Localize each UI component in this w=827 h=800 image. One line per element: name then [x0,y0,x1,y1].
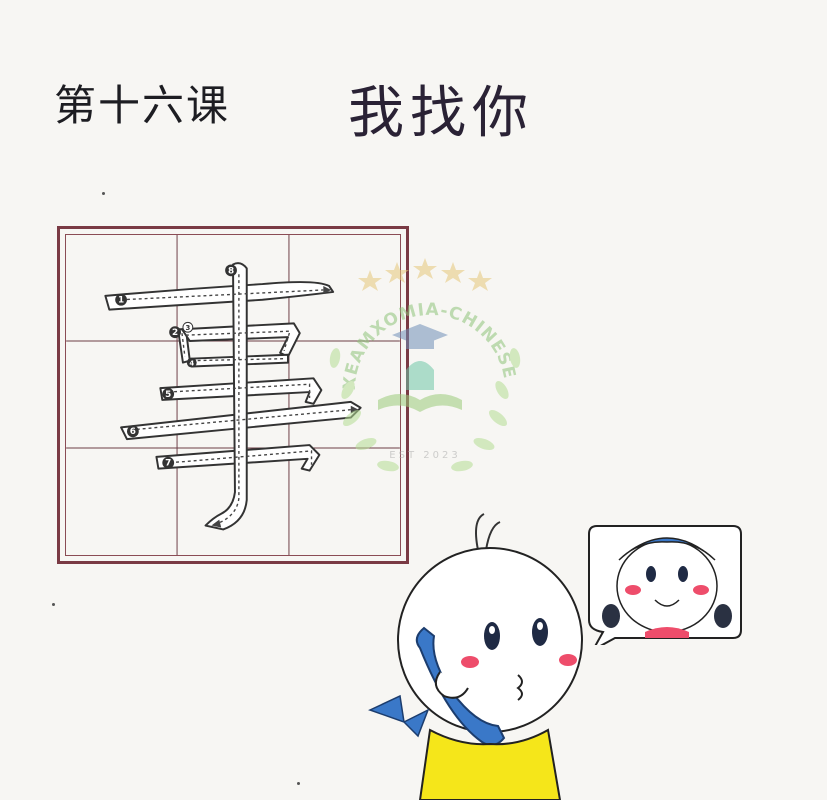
girl-cheek-right [693,585,709,595]
guide-8 [217,274,240,525]
boy-eye-right [532,618,548,646]
girl-collar [645,627,689,638]
stroke-8-shape [204,262,248,531]
svg-text:7: 7 [165,459,171,469]
stroke-badge-5: 5 [162,388,175,400]
person-icon [406,361,434,390]
boy-shirt [418,728,562,800]
svg-text:5: 5 [165,390,171,400]
arrow-head-8 [211,519,222,528]
guide-7 [170,450,313,465]
svg-text:1: 1 [118,296,124,306]
svg-text:6: 6 [130,427,136,437]
graduation-cap-icon [392,324,448,349]
page-speck [102,192,105,195]
star-icon [413,258,437,279]
girl-hair [618,537,716,561]
svg-text:4: 4 [189,360,194,368]
girl-pigtail-left [602,604,620,628]
arrow-head-1 [323,286,332,294]
page-speck [297,782,300,785]
guide-5 [168,383,311,398]
boy-cheek-right [559,654,577,666]
lesson-number: 第十六课 [54,81,231,130]
grid-inner-frame: 1 2 3 4 5 [65,234,401,556]
boy-on-phone-illustration [368,513,583,800]
girl-cheek-left [625,585,641,595]
phone-icon [415,626,506,747]
girl-pigtail-right [714,604,732,628]
boy-cheek-left [461,656,479,668]
stroke-badge-7: 7 [162,456,175,469]
bow-tie-icon [368,694,430,738]
guide-1 [121,289,324,301]
guide-2 [181,333,186,357]
svg-text:2: 2 [172,328,178,338]
svg-text:8: 8 [228,266,234,276]
stroke-badge-6: 6 [126,425,139,437]
guide-6 [136,409,351,431]
brand-watermark: XEAMXOMIA-CHINESE EST 2023 [329,258,521,472]
stroke-1-shape [104,281,335,311]
lesson-title: 我找你 [348,81,534,146]
laurel-leaf-icons [329,348,521,472]
svg-text:3: 3 [185,324,190,332]
stroke-number-badges: 1 2 3 4 5 [115,264,237,469]
watermark-est-text: EST 2023 [389,450,460,461]
stroke-badge-8: 8 [225,264,237,276]
boy-eye-left [484,622,500,650]
stroke-badge-4: 4 [186,357,197,368]
girl-eye-left [646,566,656,582]
girl-mouth [654,599,680,607]
open-book-icon [378,394,462,412]
character-outline [104,262,362,531]
guide-4 [191,357,285,362]
star-icon [385,262,409,283]
speech-bubble-girl [588,525,742,645]
hair-sprout [475,513,501,551]
girl-eye-right [678,566,688,582]
star-icon [358,270,382,291]
star-icons [358,258,492,291]
stroke-badge-1: 1 [115,293,127,306]
stroke-badge-3: 3 [182,321,194,333]
stroke-badge-2: 2 [169,326,181,338]
star-icon [441,262,465,283]
stroke-order-diagram: 1 2 3 4 5 [66,235,400,555]
star-icon [468,270,492,291]
page-speck [52,603,55,606]
stroke-guides [121,274,351,525]
stroke-order-grid: 1 2 3 4 5 [57,226,409,564]
boy-mouth [516,674,523,701]
boy-hand [434,671,469,699]
